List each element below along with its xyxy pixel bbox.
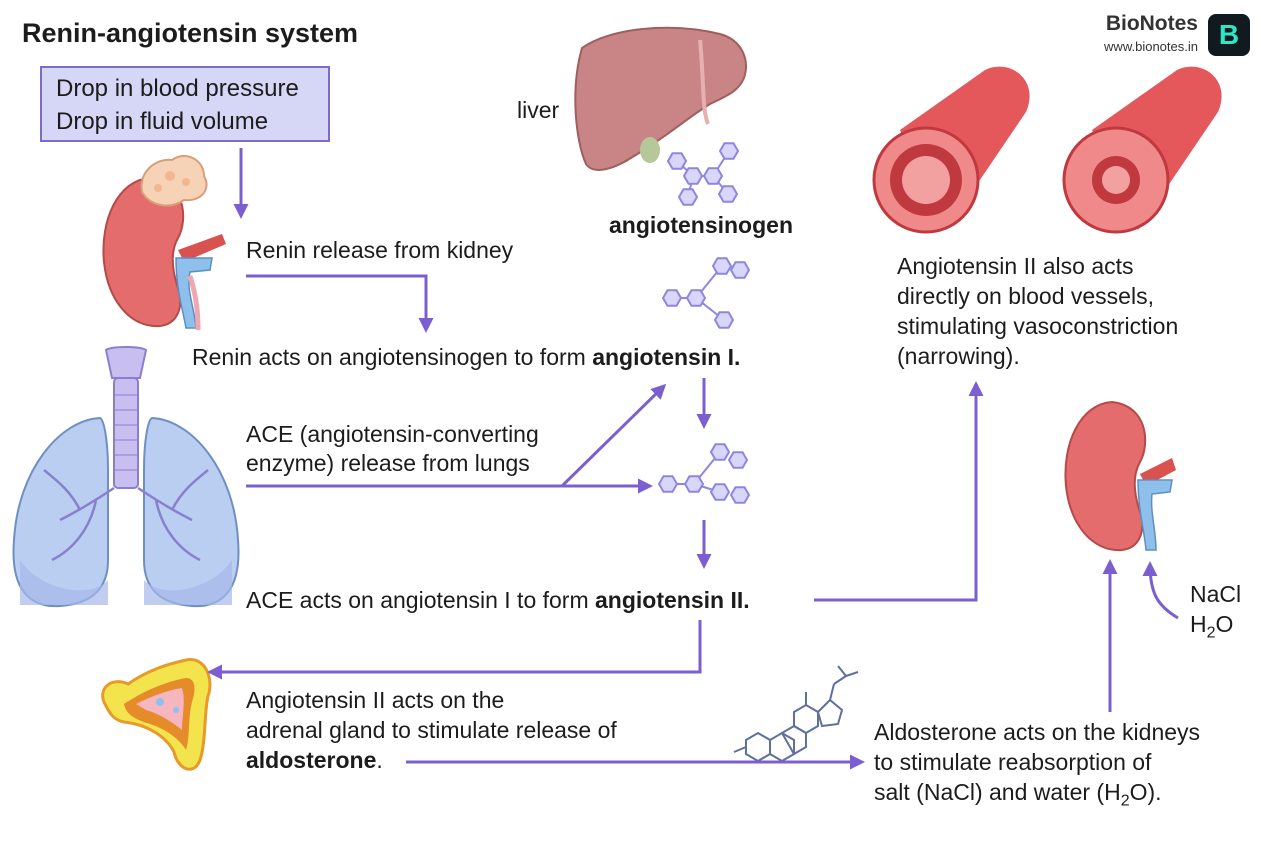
renin-acts-label: Renin acts on angiotensinogen to form an…: [192, 343, 740, 372]
molecule-icon: [658, 443, 750, 504]
molecule-icon: [667, 142, 739, 206]
vessels-line: Angiotensin II also acts: [897, 253, 1134, 279]
arrow-to-adrenal: [207, 620, 702, 680]
vessels-line: (narrowing).: [897, 343, 1020, 369]
aldo-line: salt (NaCl) and water (H2O).: [874, 778, 1162, 816]
arrow-to-blood-vessels: [814, 381, 984, 602]
adrenal-line: aldosterone.: [246, 746, 383, 775]
adrenal-section-icon: [101, 658, 212, 771]
vessels-line: directly on blood vessels,: [897, 283, 1154, 309]
lungs-icon: [12, 346, 240, 608]
kidney-icon: [1064, 400, 1176, 552]
kidney-icon: [102, 176, 226, 331]
liver-label: liver: [517, 97, 560, 123]
liver-icon: [574, 26, 747, 171]
ace-acts-label: ACE acts on angiotensin I to form angiot…: [246, 586, 750, 615]
aldo-line: to stimulate reabsorption of: [874, 749, 1152, 775]
aldosterone-period: .: [376, 747, 383, 773]
nacl-label: NaCl: [1190, 581, 1242, 607]
flow-arrows: [207, 148, 1179, 770]
vessels-line: stimulating vasoconstriction: [897, 313, 1179, 339]
angiotensin-1-label: angiotensin I.: [592, 344, 741, 370]
renin-acts-text: Renin acts on angiotensinogen to form: [192, 344, 593, 370]
brand-name: BioNotes: [1105, 12, 1198, 35]
brand-url[interactable]: www.bionotes.in: [1104, 39, 1198, 54]
renin-release-label: Renin release from kidney: [246, 237, 514, 263]
molecule-icon: [662, 257, 750, 329]
blood-vessel-icon: [872, 66, 1030, 234]
ace-release-line: ACE (angiotensin-converting: [246, 421, 539, 447]
h2o-label: H2O: [1190, 610, 1233, 648]
adrenal-line: Angiotensin II acts on the: [246, 687, 505, 713]
blood-vessel-icon: [1062, 66, 1222, 234]
trigger-line: Drop in fluid volume: [56, 108, 269, 135]
aldosterone-label: aldosterone: [246, 747, 377, 773]
aldo-text: O).: [1129, 779, 1162, 805]
ace-acts-text: ACE acts on angiotensin I to form: [246, 587, 596, 613]
adrenal-gland-icon: [140, 155, 208, 207]
steroid-molecule-icon: [733, 665, 859, 763]
trigger-line: Drop in blood pressure: [56, 75, 299, 102]
h2o-o: O: [1215, 611, 1234, 637]
brand-logo: B: [1208, 14, 1250, 56]
h2o-h: H: [1190, 611, 1207, 637]
ace-release-line: enzyme) release from lungs: [246, 450, 530, 476]
diagram-title: Renin-angiotensin system: [22, 18, 359, 48]
aldo-text: salt (NaCl) and water (H: [874, 779, 1121, 805]
aldo-subscript: 2: [1120, 792, 1130, 810]
angiotensin-2-label: angiotensin II.: [595, 587, 750, 613]
arrow-renin-to-conversion: [246, 274, 434, 333]
h2o-subscript: 2: [1206, 624, 1216, 642]
angiotensinogen-label: angiotensinogen: [609, 212, 793, 238]
adrenal-line: adrenal gland to stimulate release of: [246, 717, 617, 743]
trigger-box: Drop in blood pressure Drop in fluid vol…: [40, 66, 330, 142]
aldo-line: Aldosterone acts on the kidneys: [874, 719, 1201, 745]
arrow-nacl-up: [1142, 561, 1179, 620]
